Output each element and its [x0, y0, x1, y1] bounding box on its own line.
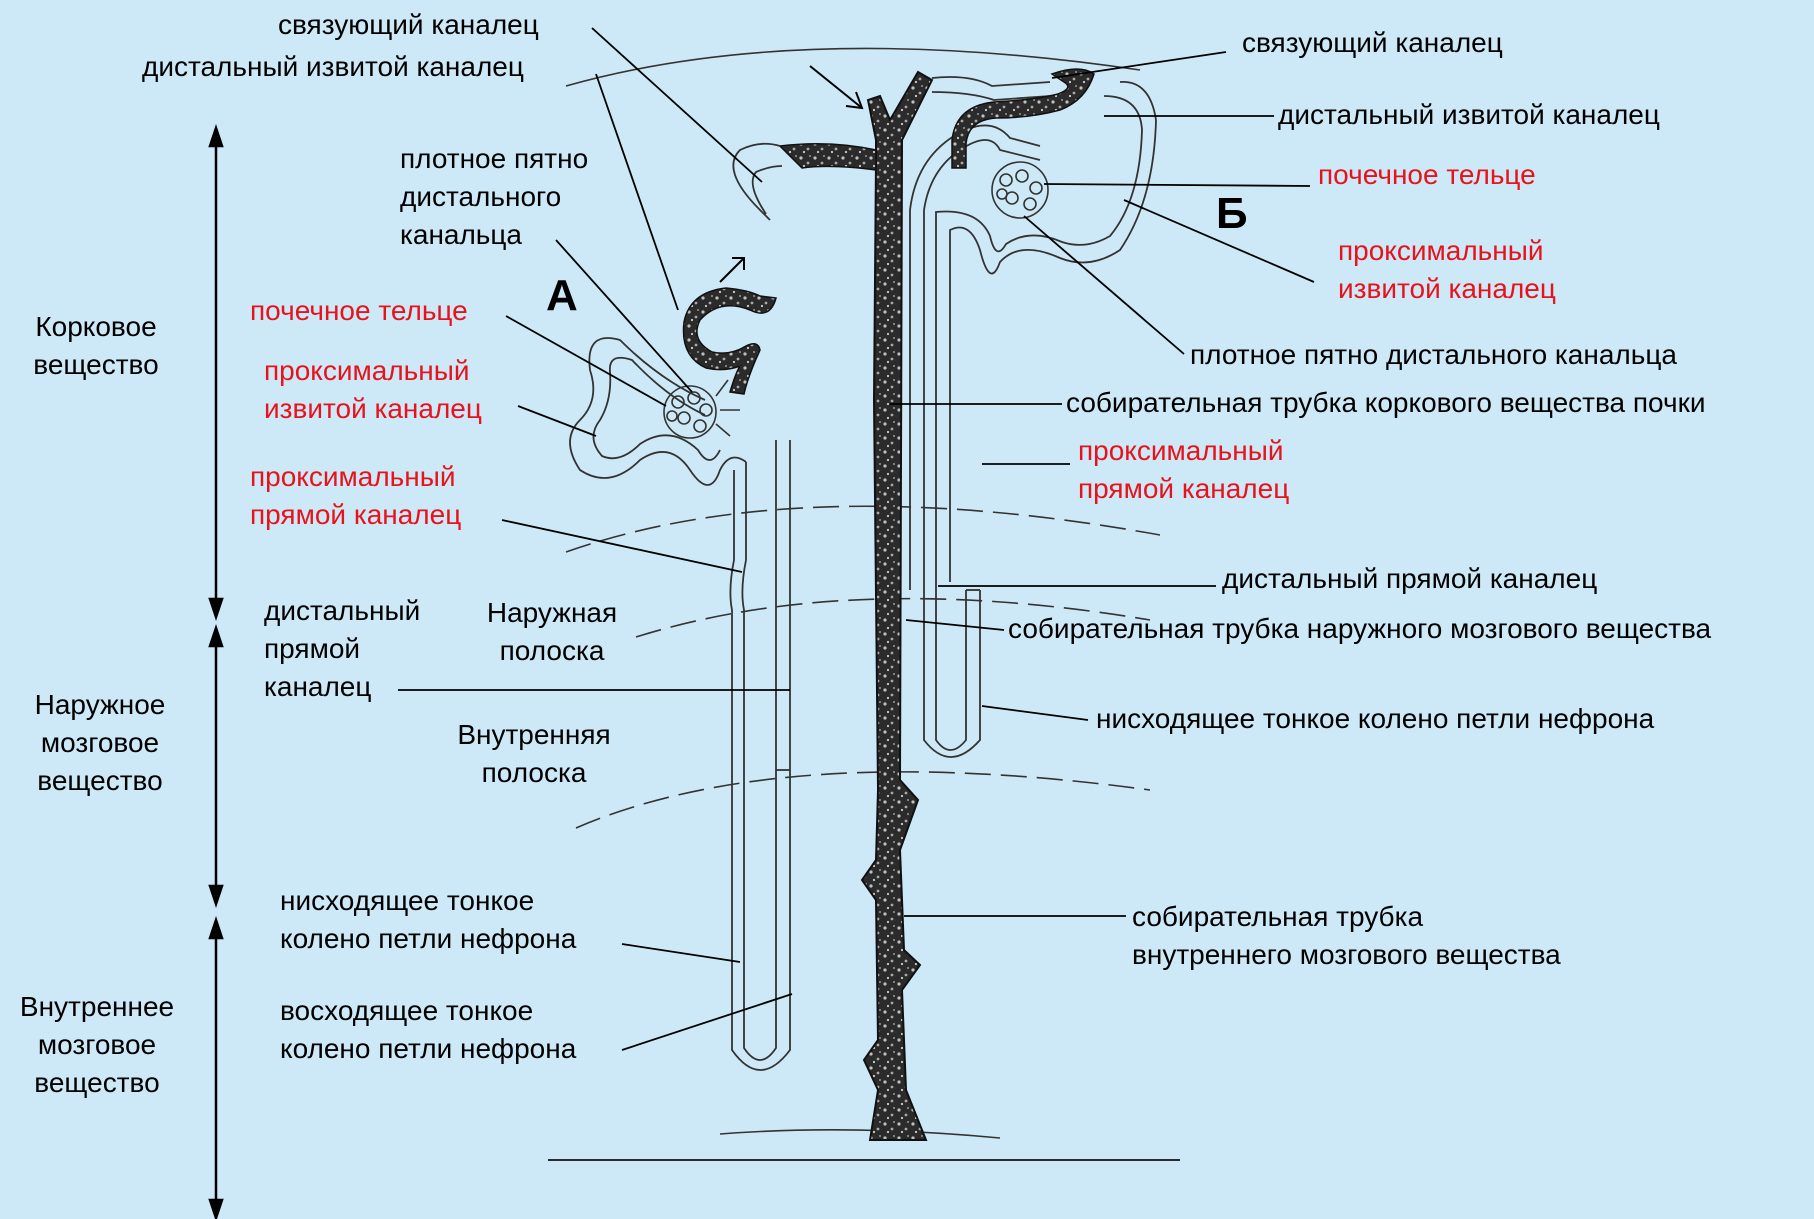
nephron-a-letter: А — [546, 274, 578, 318]
label-a-renal-corpuscle: почечное тельце — [250, 292, 468, 330]
label-a-distal-convoluted: дистальный извитой каналец — [142, 48, 524, 86]
label-a-distal-straight: дистальный прямой каналец — [264, 592, 420, 706]
label-b-distal-convoluted: дистальный извитой каналец — [1278, 96, 1660, 134]
label-b-connecting-tubule: связующий каналец — [1242, 24, 1503, 62]
zone-arrows — [210, 128, 222, 1218]
label-a-connecting-tubule: связующий каналец — [278, 6, 539, 44]
zone-boundaries — [548, 48, 1180, 1160]
label-a-thin-descending: нисходящее тонкое колено петли нефрона — [280, 882, 576, 958]
label-a-macula-densa: плотное пятно дистального канальца — [400, 140, 588, 254]
nephron-a-glomerulus — [664, 380, 740, 438]
nephron-a-distal-convoluted — [683, 288, 776, 394]
nephron-b-letter: Б — [1216, 192, 1248, 236]
label-b-macula-densa: плотное пятно дистального канальца — [1190, 336, 1677, 374]
label-b-thin-descending: нисходящее тонкое колено петли нефрона — [1096, 700, 1654, 738]
zone-cortex-label: Корковое вещество — [20, 308, 172, 384]
label-b-distal-straight: дистальный прямой каналец — [1222, 560, 1597, 598]
label-cortical-collecting-duct: собирательная трубка коркового вещества … — [1066, 384, 1706, 422]
zone-outer-medulla-label: Наружное мозговое вещество — [14, 686, 186, 800]
label-a-thin-ascending: восходящее тонкое колено петли нефрона — [280, 992, 576, 1068]
outer-strip-label: Наружная полоска — [474, 594, 630, 670]
flow-arrows — [720, 66, 862, 282]
zone-inner-medulla-label: Внутреннее мозговое вещество — [4, 988, 190, 1102]
label-a-proximal-convoluted: проксимальный извитой каналец — [264, 352, 482, 428]
label-b-renal-corpuscle: почечное тельце — [1318, 156, 1536, 194]
label-b-proximal-convoluted: проксимальный извитой каналец — [1338, 232, 1556, 308]
label-inner-medullary-collecting-duct: собирательная трубка внутреннего мозгово… — [1132, 898, 1561, 974]
nephron-b-glomerulus — [992, 162, 1048, 218]
inner-strip-label: Внутренняя полоска — [444, 716, 624, 792]
label-b-proximal-straight: проксимальный прямой каналец — [1078, 432, 1289, 508]
label-outer-medullary-collecting-duct: собирательная трубка наружного мозгового… — [1008, 610, 1711, 648]
label-a-proximal-straight: проксимальный прямой каналец — [250, 458, 461, 534]
